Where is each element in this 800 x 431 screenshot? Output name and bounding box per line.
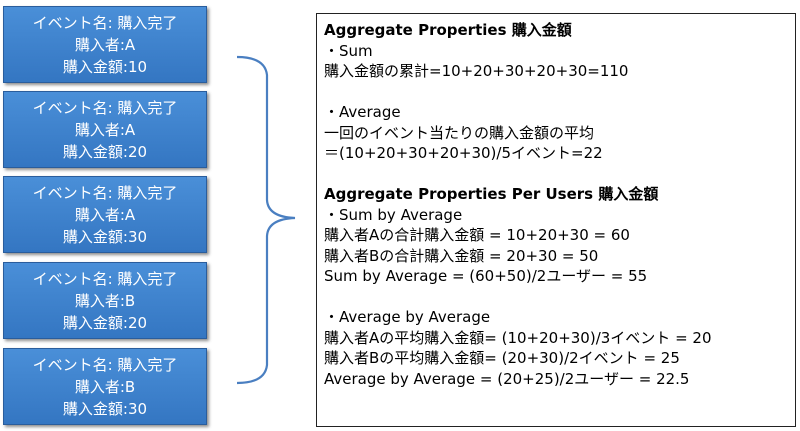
average-by-average-label: ・Average by Average [324,308,491,326]
sum-by-average-label: ・Sum by Average [324,205,463,224]
aggregate-explanation-panel: Aggregate Properties 購入金額 ・Sum 購入金額の累計=1… [316,13,796,427]
average-description: 一回のイベント当たりの購入金額の平均 [324,123,595,142]
brace-path [236,55,296,385]
spacer-line [324,82,788,103]
sum-by-average-formula: Sum by Average = (60+50)/2ユーザー = 55 [324,267,648,285]
average-formula: ＝(10+20+30+20+30)/5イベント=22 [324,144,603,162]
event-amount: 購入金額:20 [62,313,148,332]
sum-formula: 購入金額の累計=10+20+30+20+30=110 [324,62,629,80]
spacer-line [324,164,788,185]
buyer-b-average: 購入者Bの平均購入金額= (20+30)/2イベント = 25 [324,349,680,367]
buyer-a-total: 購入者Aの合計購入金額 = 10+20+30 = 60 [324,226,630,244]
event-amount: 購入金額:30 [62,399,148,418]
event-box: イベント名: 購入完了 購入者:B 購入金額:30 [3,348,207,425]
event-name: イベント名: 購入完了 [32,183,178,202]
aggregate-properties-heading: Aggregate Properties 購入金額 [324,21,572,39]
buyer-a-average: 購入者Aの平均購入金額= (10+20+30)/3イベント = 20 [324,328,712,347]
event-amount: 購入金額:20 [62,142,148,161]
sum-label: ・Sum [324,41,373,60]
grouping-brace [236,55,296,385]
event-box: イベント名: 購入完了 購入者:A 購入金額:30 [3,176,207,253]
event-name: イベント名: 購入完了 [32,269,178,288]
event-amount: 購入金額:10 [62,57,148,76]
event-name: イベント名: 購入完了 [32,13,178,32]
event-box: イベント名: 購入完了 購入者:A 購入金額:10 [3,6,207,83]
per-users-heading: Aggregate Properties Per Users 購入金額 [324,185,659,203]
event-buyer: 購入者:A [74,35,136,54]
event-box: イベント名: 購入完了 購入者:A 購入金額:20 [3,91,207,168]
event-box: イベント名: 購入完了 購入者:B 購入金額:20 [3,262,207,339]
spacer-line [324,287,788,308]
event-name: イベント名: 購入完了 [32,98,178,117]
event-buyer: 購入者:B [74,291,136,310]
buyer-b-total: 購入者Bの合計購入金額 = 20+30 = 50 [324,246,599,265]
event-buyer: 購入者:A [74,120,136,139]
event-buyer: 購入者:A [74,205,136,224]
average-by-average-formula: Average by Average = (20+25)/2ユーザー = 22.… [324,369,690,388]
event-buyer: 購入者:B [74,377,136,396]
event-amount: 購入金額:30 [62,227,148,246]
event-name: イベント名: 購入完了 [32,355,178,374]
average-label: ・Average [324,103,401,121]
